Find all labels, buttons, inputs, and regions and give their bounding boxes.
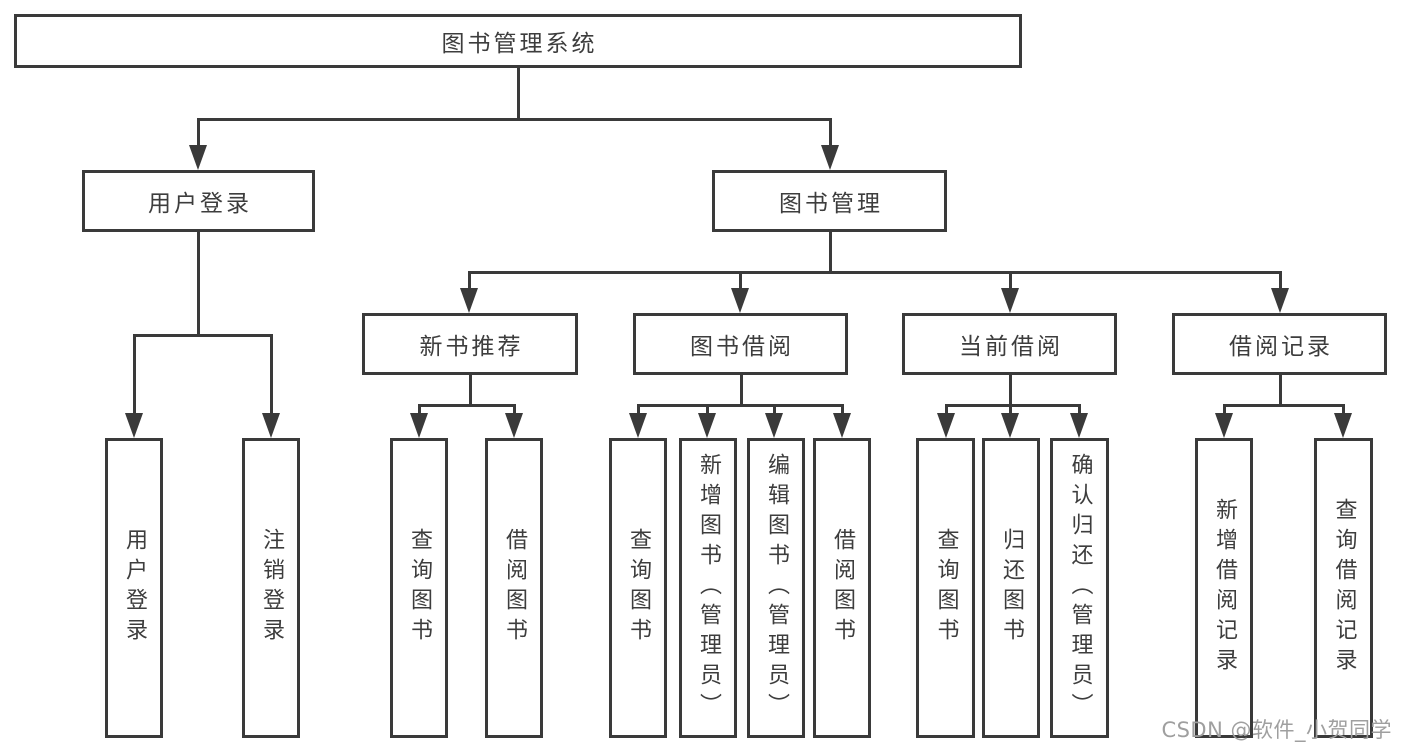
connector-root-drop-left [197, 118, 200, 148]
arrow-down-icon [410, 413, 428, 438]
connector-borrowing-drop-4 [841, 404, 844, 416]
connector-current-drop-1 [945, 404, 948, 416]
arrow-down-icon [1070, 413, 1088, 438]
connector-user-login-bracket [133, 334, 273, 337]
arrow-down-icon [1271, 288, 1289, 313]
node-leaf-borrow-books-1: 借阅图书 [485, 438, 543, 738]
node-borrowing-records-label: 借阅记录 [1229, 334, 1333, 360]
node-leaf-edit-books-admin-label: 编辑图书（管理员） [764, 453, 789, 723]
arrow-down-icon [460, 288, 478, 313]
node-new-book-recommendation: 新书推荐 [362, 313, 578, 375]
node-current-borrowing-label: 当前借阅 [959, 334, 1063, 360]
arrow-down-icon [731, 288, 749, 313]
node-library-management-system-label: 图书管理系统 [441, 31, 598, 57]
arrow-down-icon [821, 145, 839, 170]
node-leaf-user-login: 用户登录 [105, 438, 163, 738]
node-user-login: 用户登录 [82, 170, 315, 232]
connector-borrowing-drop-3 [773, 404, 776, 416]
node-leaf-edit-books-admin: 编辑图书（管理员） [747, 438, 805, 738]
connector-borrowing-drop-2 [706, 404, 709, 416]
node-leaf-query-borrow-record: 查询借阅记录 [1314, 438, 1373, 738]
arrow-down-icon [833, 413, 851, 438]
connector-records-stem [1279, 375, 1282, 406]
connector-new-book-bracket [418, 404, 515, 407]
node-leaf-logout-label: 注销登录 [259, 528, 284, 648]
arrow-down-icon [1001, 288, 1019, 313]
connector-records-drop-2 [1342, 404, 1345, 416]
connector-borrowing-bracket [637, 404, 843, 407]
node-leaf-query-books-2: 查询图书 [609, 438, 667, 738]
node-book-borrowing: 图书借阅 [633, 313, 848, 375]
connector-user-login-drop-1 [133, 334, 136, 416]
arrow-down-icon [765, 413, 783, 438]
node-leaf-query-borrow-record-label: 查询借阅记录 [1331, 498, 1357, 678]
node-leaf-add-books-admin: 新增图书（管理员） [679, 438, 737, 738]
arrow-down-icon [629, 413, 647, 438]
node-new-book-recommendation-label: 新书推荐 [419, 334, 524, 360]
arrow-down-icon [189, 145, 207, 170]
connector-current-drop-3 [1078, 404, 1081, 416]
connector-current-bracket [945, 404, 1081, 407]
connector-book-mgmt-drop-4 [1279, 271, 1282, 291]
connector-records-drop-1 [1223, 404, 1226, 416]
connector-book-mgmt-drop-3 [1009, 271, 1012, 291]
connector-borrowing-drop-1 [637, 404, 640, 416]
arrow-down-icon [262, 413, 280, 438]
node-leaf-return-books: 归还图书 [982, 438, 1040, 738]
connector-book-mgmt-stem [829, 232, 832, 274]
node-leaf-query-books-1: 查询图书 [390, 438, 448, 738]
connector-book-mgmt-bracket [468, 271, 1281, 274]
arrow-down-icon [1334, 413, 1352, 438]
node-leaf-borrow-books-2-label: 借阅图书 [830, 528, 855, 648]
node-leaf-add-borrow-record-label: 新增借阅记录 [1212, 498, 1237, 678]
arrow-down-icon [125, 413, 143, 438]
connector-book-mgmt-drop-2 [739, 271, 742, 291]
arrow-down-icon [1001, 413, 1019, 438]
node-leaf-add-borrow-record: 新增借阅记录 [1195, 438, 1253, 738]
arrow-down-icon [698, 413, 716, 438]
node-leaf-borrow-books-2: 借阅图书 [813, 438, 871, 738]
connector-current-stem [1009, 375, 1012, 406]
connector-root-drop-right [829, 118, 832, 148]
node-user-login-label: 用户登录 [148, 191, 252, 217]
connector-root-bracket [197, 118, 831, 121]
node-leaf-confirm-return-admin-label: 确认归还（管理员） [1067, 453, 1093, 723]
node-leaf-logout: 注销登录 [242, 438, 300, 738]
connector-root-stem [517, 68, 520, 119]
connector-new-book-drop-1 [418, 404, 421, 416]
node-leaf-query-books-3: 查询图书 [916, 438, 975, 738]
node-leaf-add-books-admin-label: 新增图书（管理员） [696, 453, 721, 723]
connector-user-login-drop-2 [270, 334, 273, 416]
node-leaf-confirm-return-admin: 确认归还（管理员） [1050, 438, 1109, 738]
connector-current-drop-2 [1009, 404, 1012, 416]
csdn-watermark: CSDN @软件_小贺同学 [1161, 718, 1392, 742]
node-leaf-query-books-1-label: 查询图书 [407, 528, 432, 648]
arrow-down-icon [937, 413, 955, 438]
connector-user-login-stem [197, 232, 200, 336]
connector-new-book-stem [469, 375, 472, 406]
node-book-borrowing-label: 图书借阅 [690, 334, 794, 360]
node-library-management-system: 图书管理系统 [14, 14, 1022, 68]
connector-borrowing-stem [740, 375, 743, 406]
node-leaf-return-books-label: 归还图书 [999, 528, 1024, 648]
arrow-down-icon [1215, 413, 1233, 438]
node-leaf-user-login-label: 用户登录 [122, 528, 147, 648]
node-book-management: 图书管理 [712, 170, 947, 232]
node-leaf-borrow-books-1-label: 借阅图书 [502, 528, 527, 648]
node-book-management-label: 图书管理 [779, 191, 883, 217]
connector-new-book-drop-2 [513, 404, 516, 416]
node-current-borrowing: 当前借阅 [902, 313, 1117, 375]
node-leaf-query-books-3-label: 查询图书 [933, 528, 959, 648]
node-borrowing-records: 借阅记录 [1172, 313, 1387, 375]
connector-book-mgmt-drop-1 [468, 271, 471, 291]
connector-records-bracket [1223, 404, 1344, 407]
arrow-down-icon [505, 413, 523, 438]
node-leaf-query-books-2-label: 查询图书 [626, 528, 651, 648]
